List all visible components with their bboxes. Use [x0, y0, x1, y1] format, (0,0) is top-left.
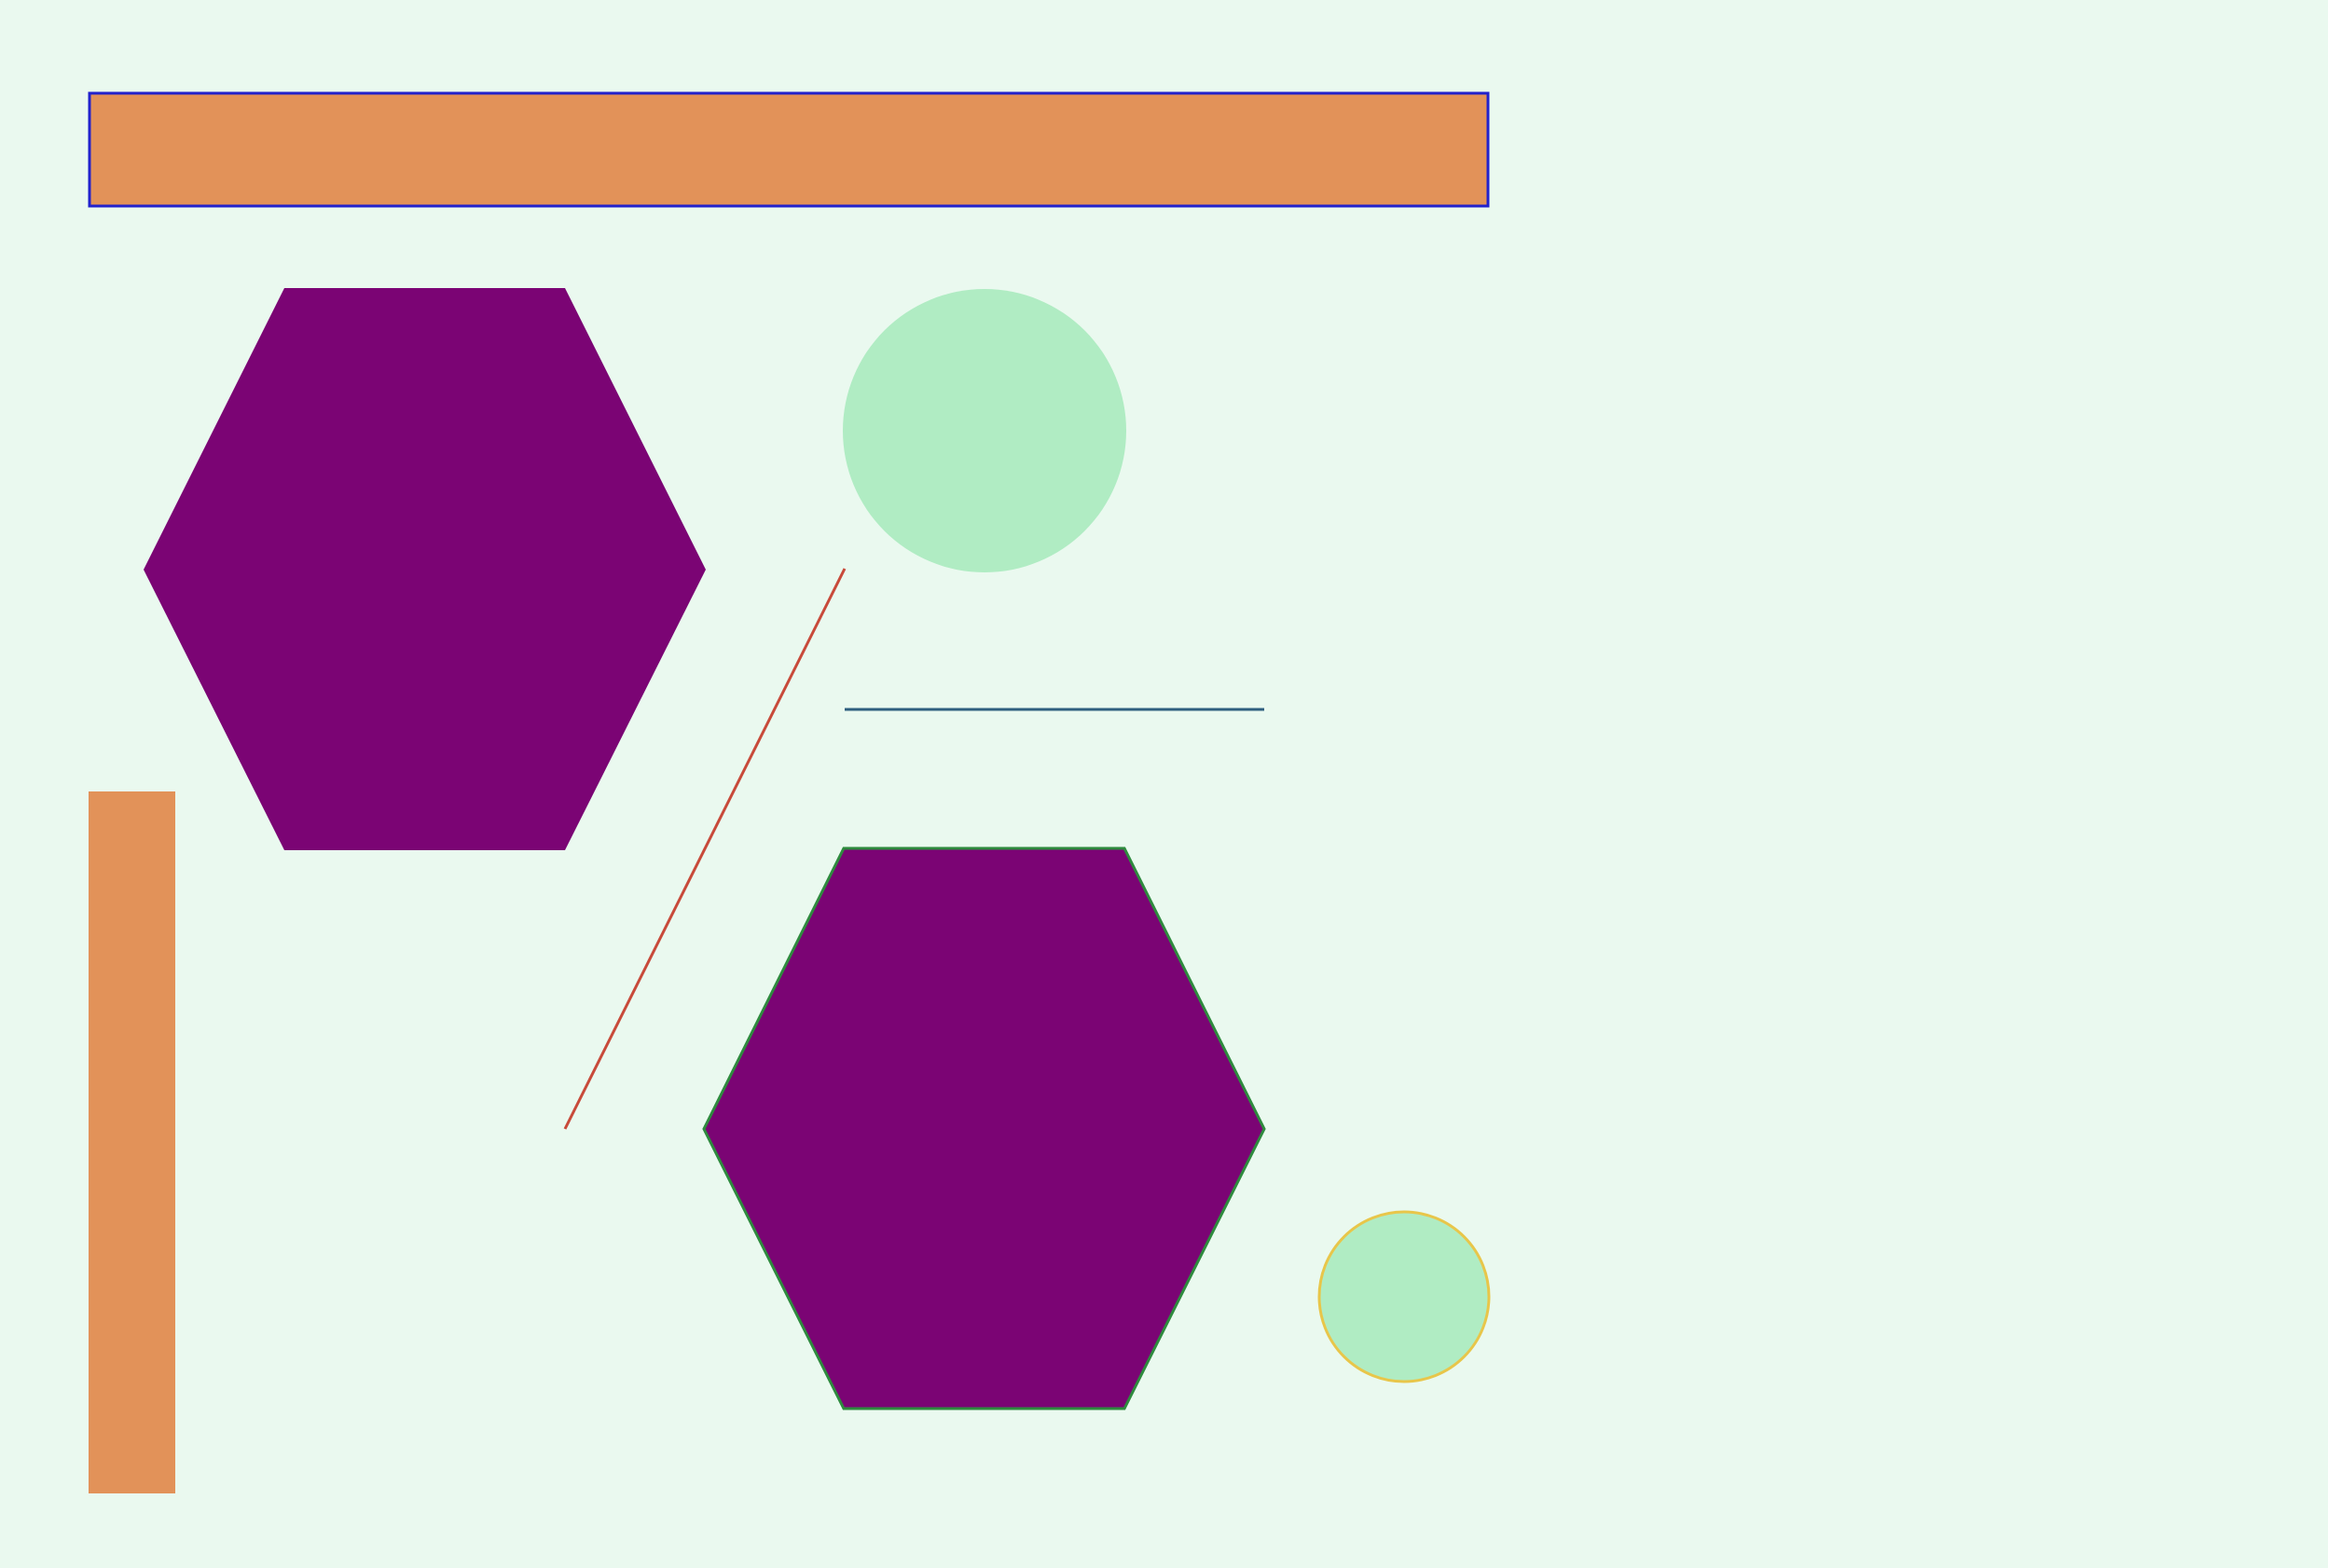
left-hexagon — [144, 288, 706, 850]
top-banner-rect — [88, 91, 1490, 208]
lower-hexagon — [702, 846, 1266, 1410]
small-circle — [1317, 1210, 1491, 1383]
top-circle — [843, 289, 1126, 572]
diagonal-line — [563, 568, 847, 1130]
left-vertical-rect — [89, 791, 175, 1493]
